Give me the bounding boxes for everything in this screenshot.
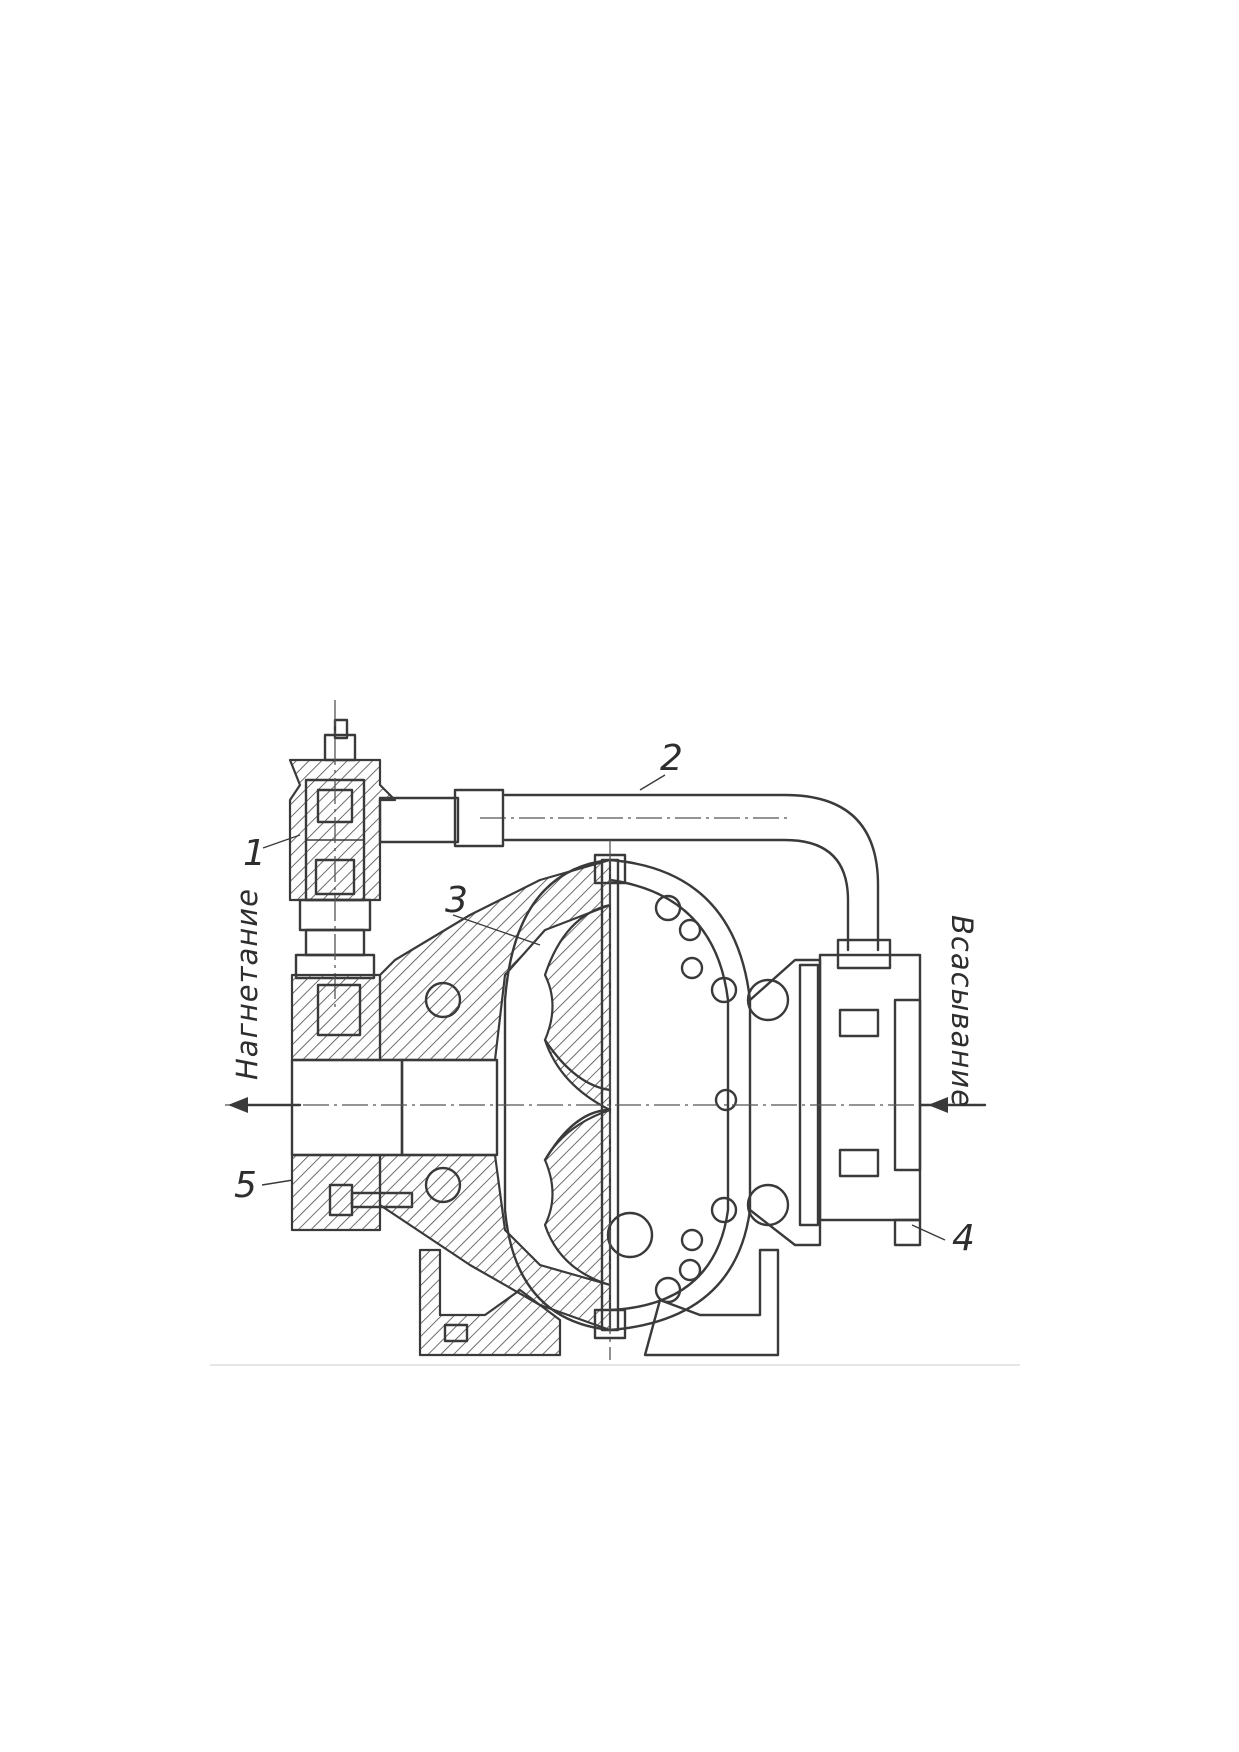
- pump-base: [418, 1248, 780, 1357]
- part-label-3: 3: [445, 880, 468, 921]
- pump-housing-cover: [593, 853, 822, 1340]
- suction-arrow: [918, 1097, 987, 1113]
- part-label-5: 5: [234, 1165, 257, 1206]
- part-label-1: 1: [243, 833, 266, 874]
- discharge-flange: [290, 973, 499, 1232]
- discharge-label: Нагнетание: [230, 888, 264, 1080]
- suction-label: Всасывание: [945, 915, 979, 1108]
- leader-lines: [261, 774, 946, 1241]
- suction-flange: [798, 953, 922, 1247]
- discharge-arrow: [228, 1097, 302, 1113]
- part-label-4: 4: [952, 1218, 975, 1259]
- gear-rotors: [543, 903, 654, 1287]
- part-label-2: 2: [660, 738, 683, 779]
- relief-valve: [288, 700, 397, 1010]
- cover-bolts: [654, 894, 738, 1304]
